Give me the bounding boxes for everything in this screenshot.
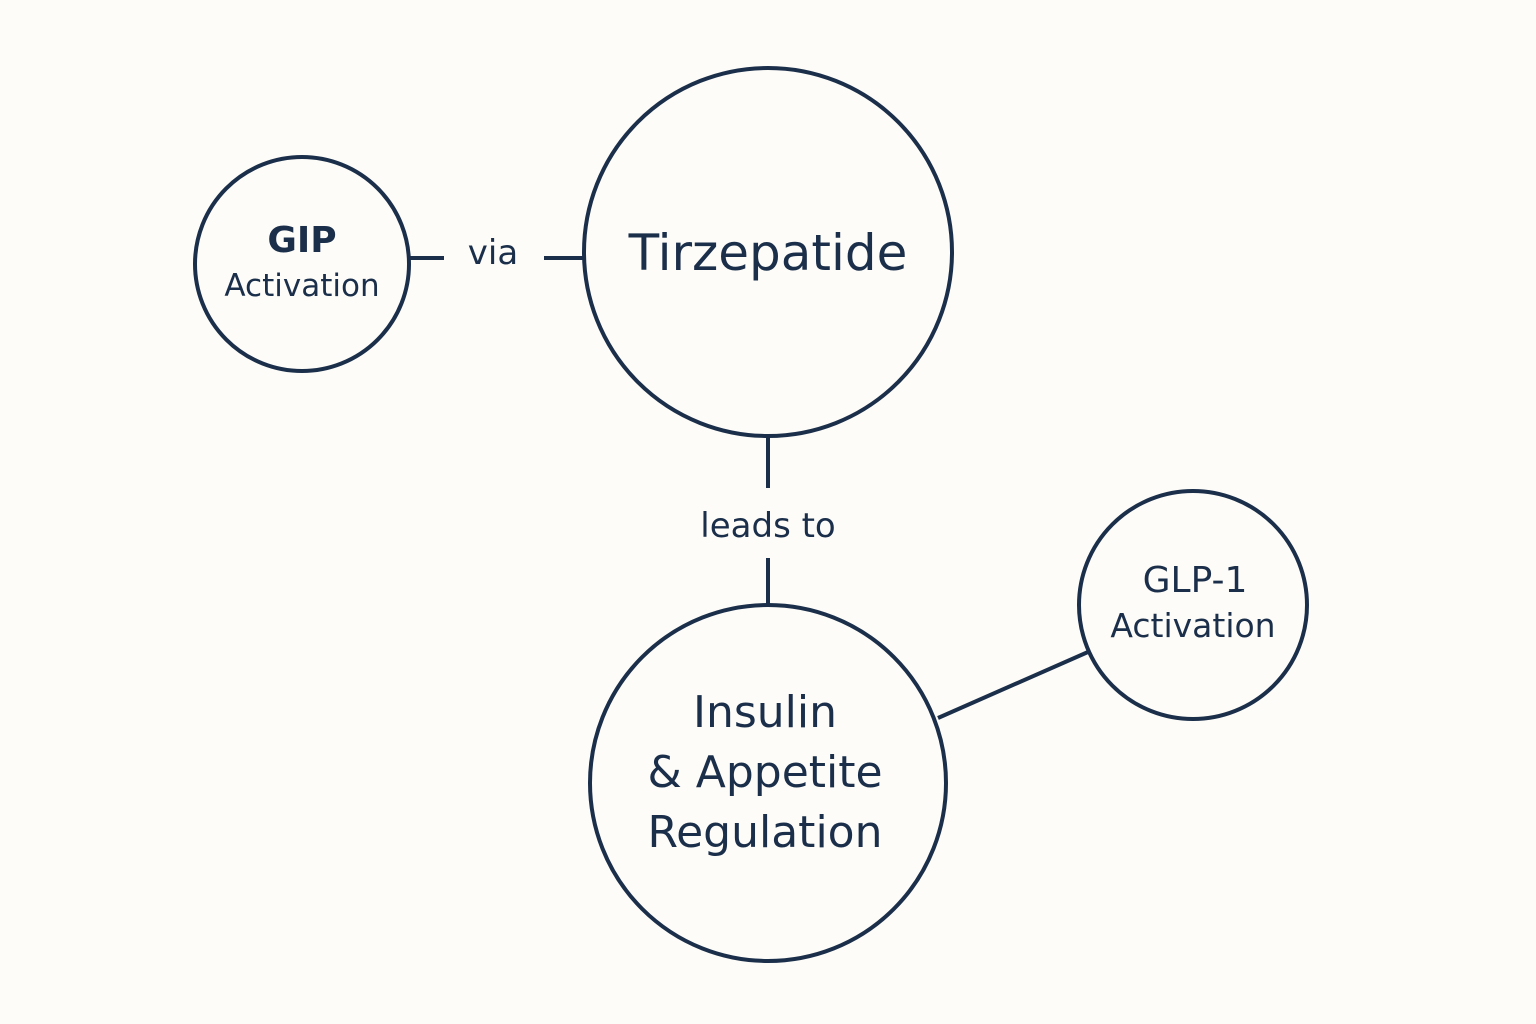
node-insulin-appetite-regulation: Insulin & Appetite Regulation bbox=[588, 603, 948, 963]
node-regulation-line3: Regulation bbox=[648, 807, 883, 858]
node-tirzepatide-circle bbox=[582, 66, 954, 438]
node-glp1-line2: Activation bbox=[1110, 606, 1275, 645]
node-regulation-line1: Insulin bbox=[693, 687, 837, 738]
node-glp1-activation: GLP-1 Activation bbox=[1077, 489, 1309, 721]
edge-label-via: via bbox=[468, 233, 518, 273]
node-gip-activation: GIP Activation bbox=[193, 155, 411, 373]
node-regulation-line2: & Appetite bbox=[647, 747, 882, 798]
node-gip-line1: GIP bbox=[267, 220, 336, 261]
edge-label-leads-to: leads to bbox=[700, 506, 835, 546]
node-glp1-circle bbox=[1077, 489, 1309, 721]
node-regulation-circle bbox=[588, 603, 948, 963]
node-gip-line2: Activation bbox=[224, 268, 379, 304]
node-gip-circle bbox=[193, 155, 411, 373]
node-tirzepatide: Tirzepatide bbox=[582, 66, 954, 438]
connector-glp1-regulation bbox=[937, 650, 1089, 720]
node-glp1-line1: GLP-1 bbox=[1143, 560, 1248, 601]
node-tirzepatide-label: Tirzepatide bbox=[628, 224, 908, 282]
